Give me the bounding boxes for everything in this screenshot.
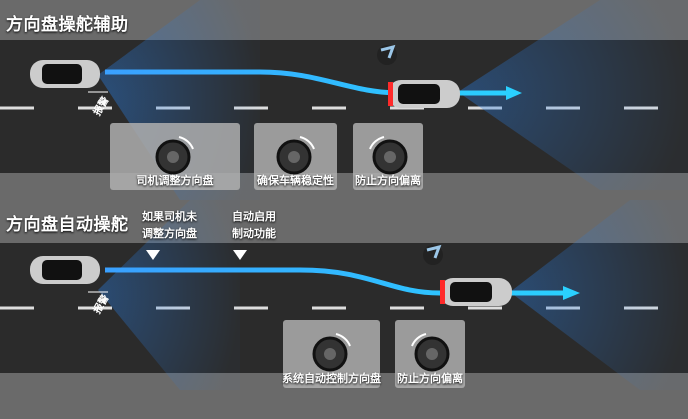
card-label: 系统自动控制方向盘 — [282, 372, 381, 385]
arrow-head-bottom — [563, 286, 580, 300]
note-driver-no-adjust: 如果司机未调整方向盘 — [142, 208, 197, 242]
steering-wheel-cw-icon — [312, 333, 351, 372]
radar-front-top — [458, 0, 688, 190]
note-line: 调整方向盘 — [142, 227, 197, 240]
note-line: 自动启用 — [232, 210, 276, 223]
note-auto-brake: 自动启用制动功能 — [232, 208, 276, 242]
title-steering-assist: 方向盘操舵辅助 — [6, 15, 129, 35]
card-prevent-deviation: 防止方向偏离 — [353, 123, 423, 190]
ego-car-top — [30, 60, 100, 88]
card-prevent-deviation-auto: 防止方向偏离 — [395, 320, 465, 388]
title-auto-steering: 方向盘自动操舵 — [6, 215, 129, 235]
card-ensure-stability: 确保车辆稳定性 — [254, 123, 337, 190]
pedestrian-icon-top — [377, 44, 397, 65]
card-label: 防止方向偏离 — [397, 372, 463, 385]
note-line: 制动功能 — [232, 227, 276, 240]
steering-wheel-cw-icon — [155, 136, 194, 175]
steering-wheel-ccw-icon — [369, 136, 408, 175]
arrow-head-top — [506, 86, 522, 100]
note-line: 如果司机未 — [142, 210, 197, 223]
lead-car-bottom — [440, 278, 512, 306]
marker-triangle — [233, 250, 247, 260]
card-driver-adjust: 司机调整方向盘 — [110, 123, 240, 190]
steering-wheel-cw-icon — [276, 136, 315, 175]
card-label: 确保车辆稳定性 — [257, 174, 334, 187]
lead-car-top — [388, 80, 460, 108]
pedestrian-icon-bottom — [423, 244, 443, 265]
radar-rear-bottom — [98, 200, 240, 390]
card-system-control: 系统自动控制方向盘 — [282, 320, 381, 388]
marker-triangle — [146, 250, 160, 260]
steering-wheel-ccw-icon — [411, 333, 450, 372]
card-label: 防止方向偏离 — [355, 174, 421, 187]
card-label: 司机调整方向盘 — [136, 174, 214, 187]
ego-car-bottom — [30, 256, 100, 284]
path-arrow-bottom — [105, 267, 565, 296]
radar-front-bottom — [510, 200, 688, 390]
